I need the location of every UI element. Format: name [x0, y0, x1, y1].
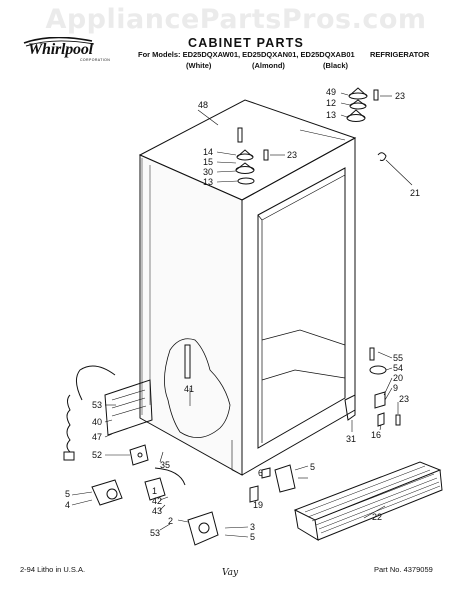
toe-grille — [293, 461, 443, 541]
part-number: Part No. 4379059 — [374, 565, 433, 574]
bracket-52 — [129, 444, 149, 466]
callout-6: 6 — [258, 468, 263, 478]
callout-48: 48 — [198, 100, 208, 110]
callout-19: 19 — [253, 500, 263, 510]
callout-3: 3 — [250, 522, 255, 532]
callout-42: 42 — [152, 496, 162, 506]
watermark: AppliancePartsPros.com — [45, 4, 427, 35]
callout-14: 14 — [203, 147, 213, 157]
callout-4: 4 — [65, 500, 70, 510]
leader-lines — [71, 92, 413, 538]
part-41-tube — [184, 344, 191, 379]
part-21 — [377, 152, 387, 161]
callout-5-bottom: 5 — [250, 532, 255, 542]
upper-hinge-parts — [346, 87, 379, 122]
callout-15: 15 — [203, 157, 213, 167]
callout-23-right: 23 — [399, 394, 409, 404]
callout-21: 21 — [410, 188, 420, 198]
roller-assembly — [91, 479, 123, 506]
brand-sub: CORPORATION — [80, 58, 111, 62]
signature: Vay — [222, 568, 239, 578]
callout-23-mid: 23 — [287, 150, 297, 160]
callout-43: 43 — [152, 506, 162, 516]
hinge-bracket-31 — [344, 394, 356, 421]
callout-31: 31 — [346, 434, 356, 444]
product-label: REFRIGERATOR — [370, 50, 430, 59]
callout-35: 35 — [160, 460, 170, 470]
callout-1: 1 — [152, 486, 157, 496]
callout-40: 40 — [92, 417, 102, 427]
logo-swoosh-icon — [23, 37, 95, 47]
callout-47: 47 — [92, 432, 102, 442]
callout-30: 30 — [203, 167, 213, 177]
callout-22: 22 — [372, 512, 382, 522]
models-line: For Models: ED25DQXAW01, ED25DQXAN01, ED… — [138, 50, 355, 59]
right-side-parts — [369, 347, 401, 427]
callout-55: 55 — [393, 353, 403, 363]
callout-2: 2 — [168, 516, 173, 526]
litho-note: 2-94 Litho in U.S.A. — [20, 565, 86, 574]
side-hinge-parts — [235, 127, 269, 185]
callout-13-mid: 13 — [203, 177, 213, 187]
brand-name: Whirlpool — [28, 41, 93, 58]
callout-9: 9 — [393, 383, 398, 393]
callout-53-bottom: 53 — [150, 528, 160, 538]
cabinet-opening — [257, 167, 346, 449]
color-black: (Black) — [323, 61, 349, 70]
section-title: CABINET PARTS — [188, 36, 305, 50]
cabinet-left-side — [139, 154, 243, 476]
whirlpool-logo: Whirlpool CORPORATION — [22, 37, 134, 71]
callout-49: 49 — [326, 87, 336, 97]
callout-13-top: 13 — [326, 110, 336, 120]
callout-5-right: 5 — [310, 462, 315, 472]
callout-12: 12 — [326, 98, 336, 108]
power-cord — [63, 365, 116, 461]
rod-35 — [154, 467, 186, 486]
callout-41: 41 — [184, 384, 194, 394]
lower-hinge-assembly — [144, 477, 219, 546]
callout-53-left: 53 — [92, 400, 102, 410]
leveling-parts — [249, 464, 296, 503]
callout-5-left: 5 — [65, 489, 70, 499]
callout-52: 52 — [92, 450, 102, 460]
callout-20: 20 — [393, 373, 403, 383]
cabinet-front — [241, 137, 356, 476]
color-almond: (Almond) — [252, 61, 285, 70]
color-white: (White) — [186, 61, 212, 70]
callout-54: 54 — [393, 363, 403, 373]
foam-cutaway — [164, 338, 231, 438]
callout-23-top: 23 — [395, 91, 405, 101]
callout-16: 16 — [371, 430, 381, 440]
